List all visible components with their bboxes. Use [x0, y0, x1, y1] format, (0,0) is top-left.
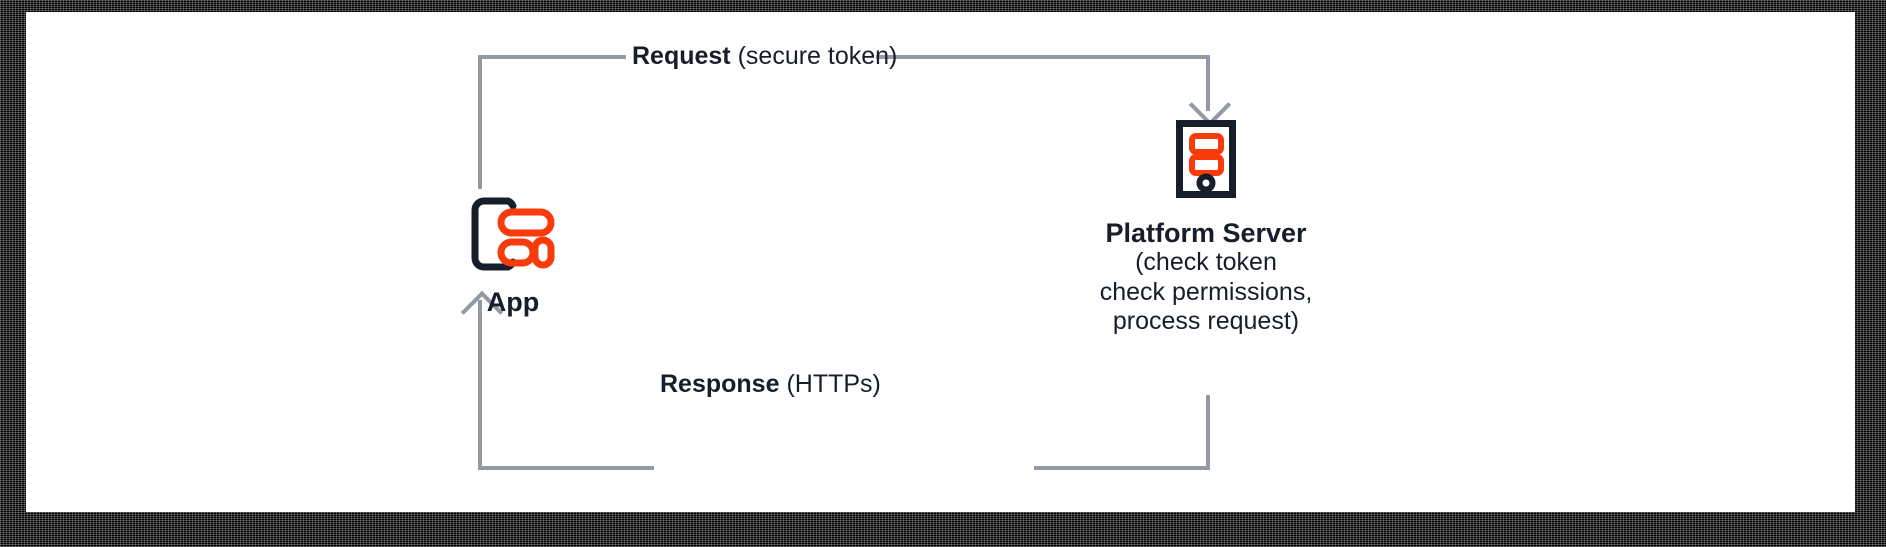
platform-server-caption: Platform Server (check token check permi…	[1100, 218, 1313, 337]
server-tower-icon	[1176, 120, 1236, 198]
request-edge-vertical-right	[1206, 55, 1210, 111]
node-app[interactable]: App	[438, 197, 588, 317]
response-label-strong: Response	[660, 370, 780, 398]
node-platform-server[interactable]: Platform Server (check token check permi…	[1098, 120, 1314, 337]
request-edge-horizontal-left	[478, 55, 626, 59]
response-edge-label: Response (HTTPs)	[660, 372, 881, 397]
response-edge-horizontal-left	[478, 466, 654, 470]
response-label-light: (HTTPs)	[786, 370, 881, 398]
response-edge-horizontal-right	[1034, 466, 1210, 470]
request-edge-horizontal-right	[876, 55, 1210, 59]
mobile-app-icon	[471, 197, 555, 271]
platform-server-subtext: (check token check permissions, process …	[1100, 248, 1313, 337]
request-label-strong: Request	[632, 42, 731, 70]
platform-server-subline-2: check permissions,	[1099, 277, 1313, 306]
platform-server-title: Platform Server	[1105, 218, 1307, 248]
platform-server-subline-3: process request)	[1112, 307, 1300, 336]
app-caption: App	[487, 287, 539, 317]
request-edge-vertical-left	[478, 57, 482, 189]
app-title: App	[486, 287, 540, 317]
diagram-canvas: Request (secure token) Response (HTTPs)	[26, 12, 1855, 512]
request-label-light: (secure token)	[737, 42, 898, 70]
response-edge-vertical-left	[478, 300, 482, 470]
response-edge-vertical-right	[1206, 395, 1210, 470]
request-edge-label: Request (secure token)	[632, 44, 897, 69]
platform-server-subline-1: (check token	[1135, 248, 1277, 277]
